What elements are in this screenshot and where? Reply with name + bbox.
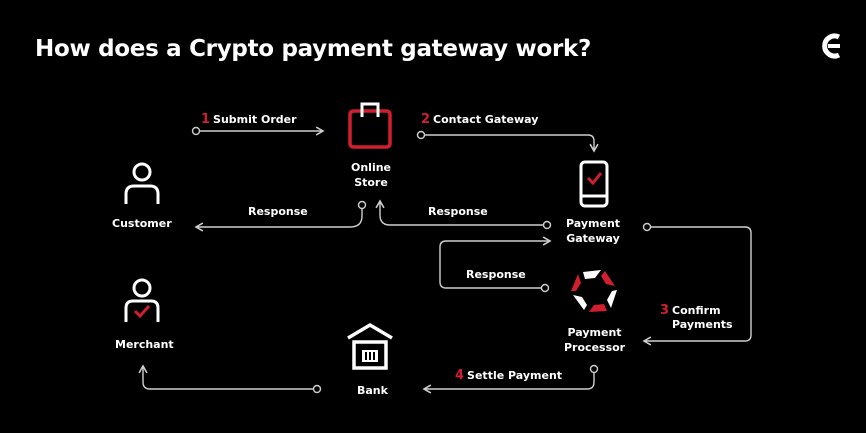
step-label: Settle Payment [467, 369, 563, 382]
node-online-store-line2: Store [354, 176, 388, 189]
merchant-check-icon [124, 278, 160, 322]
step-number: 3 [660, 303, 670, 318]
shopping-bag-icon [348, 102, 392, 149]
page-title: How does a Crypto payment gateway work? [35, 36, 592, 62]
node-payment-processor: Payment Processor [564, 325, 625, 355]
node-payment-gateway-line2: Gateway [566, 232, 620, 245]
step-label-line1: Confirm [672, 304, 721, 317]
smartphone-check-icon [579, 160, 609, 208]
node-payment-gateway-line1: Payment [566, 217, 621, 230]
connector-submit-order [191, 126, 325, 136]
node-customer-label: Customer [112, 217, 172, 230]
node-bank: Bank [357, 383, 388, 398]
connector-bank-to-merchant [138, 364, 322, 394]
node-payment-processor-line1: Payment [567, 326, 622, 339]
node-merchant: Merchant [115, 337, 174, 352]
step-number: 4 [455, 368, 465, 383]
connector-response-to-store [375, 199, 552, 230]
connector-response-to-customer [194, 200, 367, 232]
response-label-store: Response [428, 205, 488, 218]
connector-confirm-payments [642, 222, 752, 346]
step-label-line2: Payments [672, 318, 733, 331]
bank-icon [347, 322, 393, 370]
connector-response-to-gateway [439, 236, 552, 293]
connector-settle-payment [422, 364, 599, 394]
connector-contact-gateway [416, 130, 599, 153]
node-customer: Customer [112, 216, 172, 231]
step-number: 1 [201, 112, 211, 127]
node-payment-gateway: Payment Gateway [566, 216, 620, 246]
node-bank-label: Bank [357, 384, 388, 397]
person-icon [124, 162, 160, 204]
step-label: Submit Order [213, 113, 297, 126]
node-payment-processor-line2: Processor [564, 341, 626, 354]
response-label-customer: Response [248, 205, 308, 218]
step-label: Contact Gateway [433, 113, 539, 126]
response-label-gateway: Response [466, 268, 526, 281]
node-merchant-label: Merchant [115, 338, 174, 351]
step-number: 2 [421, 112, 431, 127]
node-online-store-line1: Online [351, 161, 392, 174]
node-online-store: Online Store [351, 160, 391, 190]
brand-c-logo-icon [822, 33, 841, 59]
processor-cycle-icon [571, 270, 617, 312]
